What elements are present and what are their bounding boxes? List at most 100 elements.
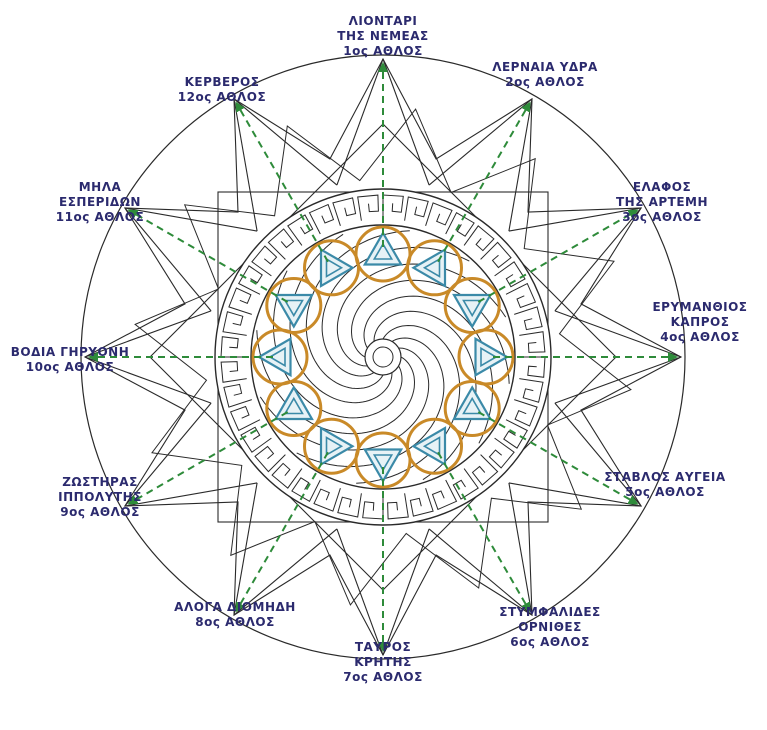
- triforce-triangle: [452, 385, 493, 421]
- star-ray: [382, 528, 430, 656]
- triforce-inner-triangle: [283, 396, 304, 415]
- meander-key: [404, 196, 429, 221]
- meander-key: [267, 228, 295, 260]
- label-line: ΤΗΣ ΝΕΜΕΑΣ: [337, 29, 429, 43]
- medallion-circle: [443, 380, 501, 437]
- spiral-arm: [373, 310, 477, 481]
- star-ray: [124, 207, 212, 312]
- label-line: ΛΙΟΝΤΑΡΙ: [348, 14, 418, 28]
- label-labour-11: ΜΗΛΑ ΕΣΠΕΡΙΔΩΝ 11ος ΑΘΛΟΣ: [25, 180, 175, 225]
- star-ray: [336, 58, 384, 186]
- triforce-triangle: [256, 336, 292, 378]
- star-ray: [508, 482, 642, 507]
- label-line: 7ος ΑΘΛΟΣ: [343, 670, 423, 684]
- label-line: ΒΟΔΙΑ ΓΗΡΥΟΝΗ: [10, 345, 130, 359]
- label-labour-5: ΣΤΑΒΛΟΣ ΑΥΓΕΙΑ 5ος ΑΘΛΟΣ: [590, 470, 740, 500]
- star-ray: [508, 98, 533, 232]
- meander-key: [337, 493, 362, 518]
- label-line: ΙΠΠΟΛΥΤΗΣ: [58, 490, 142, 504]
- meander-key: [452, 468, 479, 500]
- meander-key: [471, 454, 499, 486]
- star-ray: [508, 482, 533, 616]
- meander-key: [409, 488, 434, 517]
- triforce-triangle: [411, 426, 447, 467]
- meander-key: [254, 445, 286, 473]
- star-ray: [336, 528, 384, 656]
- medallion-circle: [303, 239, 360, 297]
- label-line: ΕΛΑΦΟΣ: [632, 180, 692, 194]
- triforce-inner-triangle: [268, 346, 286, 368]
- triforce-inner-triangle: [422, 257, 441, 278]
- spiral-arm: [256, 330, 416, 435]
- triforce-inner-triangle: [325, 436, 344, 457]
- inner-star: [134, 108, 632, 606]
- meander-key: [228, 287, 252, 315]
- star-ray: [554, 310, 682, 358]
- meander-key: [431, 479, 458, 511]
- meander-key: [251, 245, 278, 277]
- label-line: ΤΑΥΡΟΣ: [354, 640, 412, 654]
- label-line: ΣΤΥΜΦΑΛΙΔΕΣ: [499, 605, 601, 619]
- meander-key: [519, 331, 546, 353]
- meander-key: [357, 194, 379, 221]
- star-ray: [124, 207, 258, 232]
- meander-key: [505, 282, 537, 309]
- meander-key: [488, 437, 515, 469]
- label-labour-7: ΤΑΥΡΟΣ ΚΡΗΤΗΣ 7ος ΑΘΛΟΣ: [308, 640, 458, 685]
- triforce-inner-triangle: [422, 436, 441, 457]
- direction-arrow: [235, 451, 329, 613]
- label-line: ΜΗΛΑ: [78, 180, 122, 194]
- label-line: 9ος ΑΘΛΟΣ: [60, 505, 140, 519]
- star-ray: [124, 482, 258, 507]
- meander-key: [222, 311, 247, 336]
- meander-key: [313, 488, 341, 512]
- meander-key: [332, 197, 357, 226]
- label-line: 4ος ΑΘΛΟΣ: [660, 330, 740, 344]
- triforce-triangle: [273, 385, 314, 421]
- spiral-arm: [321, 246, 470, 377]
- meander-key: [220, 361, 247, 383]
- star-ray: [233, 98, 258, 232]
- star-ray: [554, 356, 682, 404]
- meander-key: [223, 383, 252, 408]
- direction-arrow: [477, 209, 639, 303]
- label-line: 8ος ΑΘΛΟΣ: [195, 615, 275, 629]
- label-line: 3ος ΑΘΛΟΣ: [622, 210, 702, 224]
- spiral-arm: [289, 233, 393, 404]
- direction-arrow: [437, 101, 531, 263]
- star-ray: [124, 402, 212, 507]
- triforce-inner-triangle: [462, 299, 483, 318]
- meander-key: [271, 462, 303, 489]
- meander-key: [240, 426, 272, 453]
- label-line: ΟΡΝΙΘΕΣ: [518, 620, 582, 634]
- triforce-triangle: [319, 426, 355, 467]
- triforce-triangle: [319, 247, 355, 288]
- star-ray: [428, 98, 533, 186]
- label-labour-6: ΣΤΥΜΦΑΛΙΔΕΣ ΟΡΝΙΘΕΣ 6ος ΑΘΛΟΣ: [475, 605, 625, 650]
- triforce-triangle: [362, 448, 404, 484]
- label-line: ΚΡΗΤΗΣ: [354, 655, 412, 669]
- meander-key: [514, 306, 543, 331]
- star-ray: [233, 98, 338, 186]
- meander-key: [480, 241, 512, 269]
- label-line: ΕΣΠΕΡΙΔΩΝ: [59, 195, 141, 209]
- spiral-arm: [350, 279, 510, 384]
- triforce-triangle: [474, 336, 510, 378]
- label-line: ΚΑΠΡΟΣ: [670, 315, 730, 329]
- spiral-arm: [272, 270, 403, 419]
- medallion-circle: [303, 417, 360, 475]
- meander-key: [425, 202, 453, 226]
- meander-key: [445, 212, 475, 237]
- medallion-circle: [265, 277, 323, 334]
- meander-key: [463, 225, 495, 252]
- triforce-inner-triangle: [372, 242, 394, 260]
- label-line: 2ος ΑΘΛΟΣ: [505, 75, 585, 89]
- spiral-arm: [259, 347, 430, 451]
- label-line: 11ος ΑΘΛΟΣ: [55, 210, 145, 224]
- label-line: 12ος ΑΘΛΟΣ: [177, 90, 267, 104]
- star-ray: [233, 482, 258, 616]
- label-line: ΚΕΡΒΕΡΟΣ: [184, 75, 260, 89]
- label-labour-8: ΑΛΟΓΑ ΔΙΟΜΗΔΗ 8ος ΑΘΛΟΣ: [160, 600, 310, 630]
- direction-arrow: [235, 101, 329, 263]
- meander-key: [519, 378, 544, 403]
